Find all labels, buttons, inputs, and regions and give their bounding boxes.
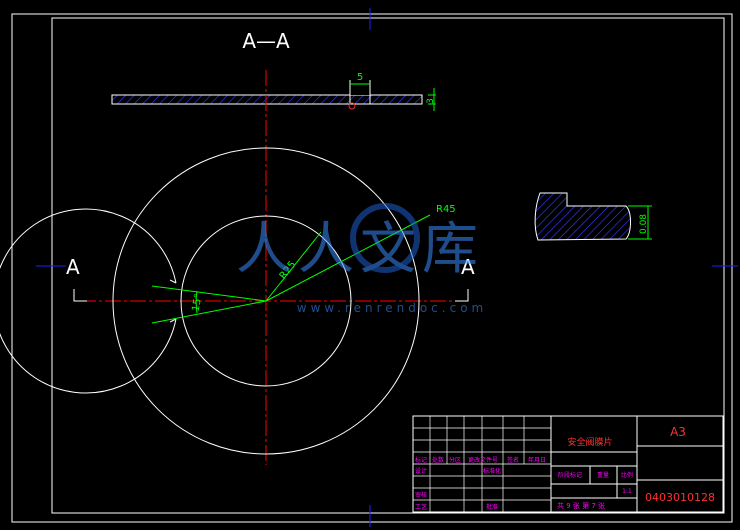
rev-header-docno: 更改文件号 [468,456,498,464]
middle-circle-arc [0,208,177,394]
inner-circle [180,215,352,387]
check-label: 审核 [415,491,427,499]
rev-header-zone: 分区 [449,456,461,464]
section-arrow-left [73,289,87,302]
watermark-text: 人人文库 [236,217,484,282]
rev-header-date: 年月日 [528,456,546,464]
datum-point [348,102,356,110]
part-name: 安全阀膜片 [567,436,612,448]
radius-outer-leader [265,214,431,302]
plan-view [0,147,420,455]
detail-dim-label: 0.08 [639,214,649,234]
dim-angle-label: 15° [191,293,205,312]
radius-inner-leader [265,231,322,302]
sheet-info: 共 9 张 第 7 张 [557,501,605,510]
sign-label-design: 设计 [415,467,427,475]
section-view: 5 3 [111,72,436,111]
dim-thickness-label: 3 [426,98,436,104]
section-hatched-body [111,94,423,105]
section-title: A—A [242,29,290,53]
stage-header-scale: 比例 [621,471,633,479]
process-label: 工艺 [415,503,427,511]
approve-label: 批准 [486,503,498,511]
sheet-border [11,13,733,523]
section-marker-left: A [66,255,80,279]
rev-header-count: 处数 [432,456,444,464]
dim-width-label: 5 [357,72,363,83]
stage-header-weight: 重量 [597,471,609,479]
title-block: 标记 处数 分区 更改文件号 签名 年月日 设计 标准化 审核 工艺 批准 安全… [412,415,724,513]
dimensions: 15° R45 R25 [151,204,456,324]
section-marker-right: A [461,255,475,279]
outer-circle [112,147,420,455]
angle-arc [195,290,198,314]
scale-value: 1:1 [622,488,632,495]
watermark: 人人文库 www.renrendoc.com [236,203,487,315]
watermark-logo-icon [350,203,420,273]
drawing-number: 0403010128 [645,491,715,504]
stage-header-mark: 阶段标记 [558,471,582,479]
angle-leg-lower [151,300,267,324]
section-groove [350,88,370,95]
dim-radius-outer-label: R45 [436,204,456,215]
revision-grid [413,416,551,512]
rev-header-sign: 签名 [507,456,519,464]
watermark-url: www.renrendoc.com [297,301,487,315]
section-arrow-right [455,289,469,302]
rev-header-mark: 标记 [415,456,427,464]
sheet-size: A3 [670,425,686,439]
detail-view: 0.08 [534,192,652,241]
angle-leg-upper [151,285,267,302]
sign-label-standard: 标准化 [483,467,501,475]
detail-hatched-profile [534,192,631,241]
